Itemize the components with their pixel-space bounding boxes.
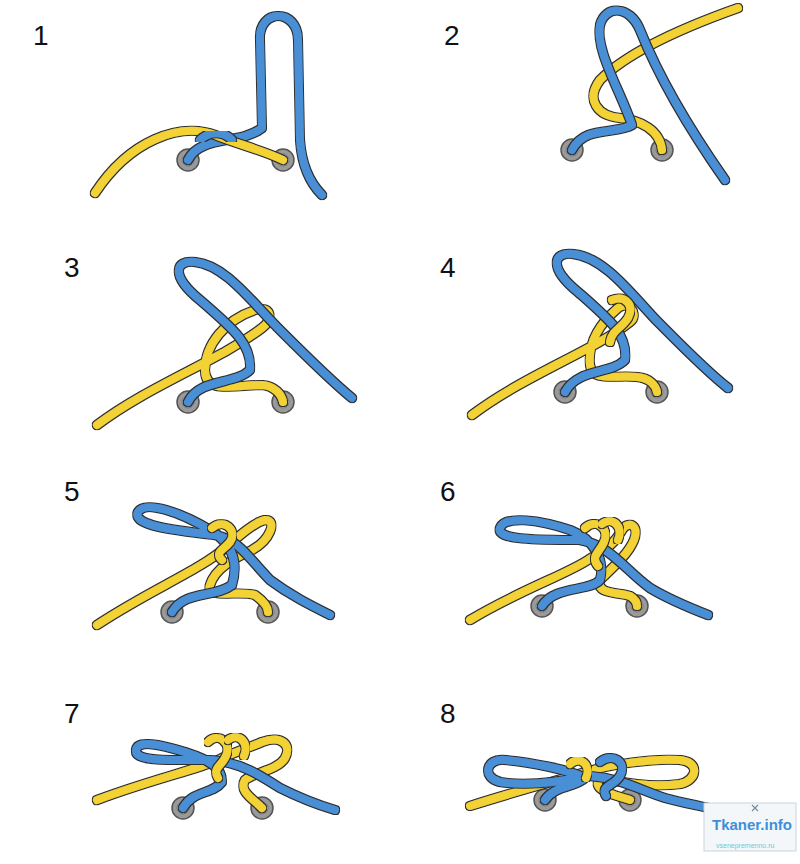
step-8-drawing [470,758,708,811]
step-number: 4 [440,254,456,282]
step-number: 5 [64,478,80,506]
step-2-drawing [561,8,738,180]
step-7-drawing [97,737,335,819]
step-number: 7 [64,700,80,728]
step-1-drawing [95,16,322,195]
source-watermark: vsenepremenno.ru [716,842,774,849]
step-5-drawing [97,507,330,625]
step-number: 6 [440,478,456,506]
step-4-drawing [472,254,728,415]
step-number: 1 [33,22,49,50]
step-6-drawing [470,520,708,620]
scissors-icon [752,805,758,811]
watermark-box [704,803,796,851]
step-number: 8 [440,700,456,728]
step-number: 3 [64,254,80,282]
step-number: 2 [444,22,460,50]
step-3-drawing [97,262,352,425]
watermark: Tkaner.info [712,816,792,833]
